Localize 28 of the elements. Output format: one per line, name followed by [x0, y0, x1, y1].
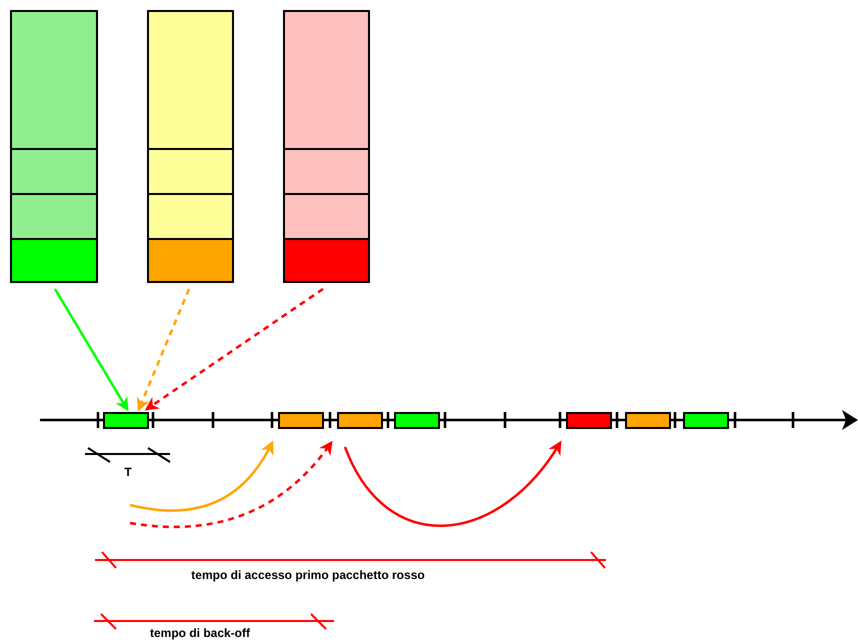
packet-box — [103, 412, 149, 429]
queue-slot-box — [147, 193, 234, 240]
queue-packet-box — [10, 238, 98, 283]
arrow — [136, 288, 190, 412]
queue-slot-box — [10, 193, 98, 240]
queue-slot-box — [147, 148, 234, 195]
arrow — [130, 440, 274, 512]
arrow — [344, 440, 562, 527]
dimension-label: tempo di back-off — [150, 626, 250, 640]
dimension-label: tempo di accesso primo pacchetto rosso — [191, 568, 425, 582]
arrow — [130, 440, 333, 528]
packet-box — [566, 412, 612, 429]
packet-box — [683, 412, 729, 429]
queue-slot-box — [283, 10, 370, 150]
queue-slot-box — [283, 148, 370, 195]
queue-slot-box — [10, 148, 98, 195]
queue-packet-box — [147, 238, 234, 283]
packet-box — [394, 412, 440, 429]
dimension-label: T — [124, 465, 132, 479]
queue-slot-box — [147, 10, 234, 150]
queue-packet-box — [283, 238, 370, 283]
arrow — [144, 288, 324, 411]
queue-slot-box — [10, 10, 98, 150]
packet-box — [625, 412, 671, 429]
packet-box — [278, 412, 324, 429]
queue-slot-box — [283, 193, 370, 240]
arrow — [54, 288, 128, 412]
packet-box — [337, 412, 383, 429]
